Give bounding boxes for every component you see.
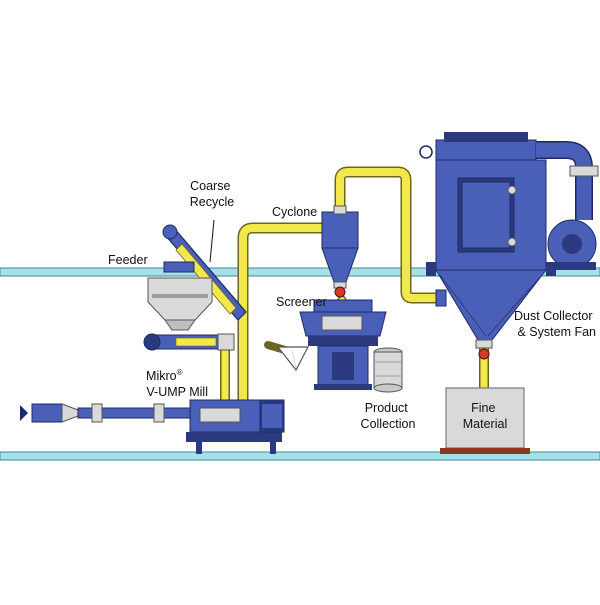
cyclone-label: Cyclone — [272, 205, 317, 219]
mill-label: Mikro® V-UMP Mill — [146, 364, 208, 399]
recycle-chute — [276, 346, 309, 372]
product-collection-label: Product Collection — [361, 401, 416, 431]
gauge-icon — [419, 145, 433, 159]
system-fan — [419, 141, 599, 270]
coarse-recycle-leader — [209, 219, 215, 263]
feed-screw — [143, 333, 235, 351]
cyclone-valve-icon — [334, 286, 346, 298]
dust-collector — [426, 132, 556, 360]
feeder-label: Feeder — [108, 253, 148, 267]
dust-collector-valve-icon — [478, 348, 490, 360]
coarse-recycle-label: Coarse Recycle — [190, 179, 235, 209]
fine-material-bin — [440, 387, 530, 454]
conveyor-motor-icon — [162, 224, 178, 240]
lower-floor-line — [0, 451, 600, 461]
dust-collector-label: Dust Collector & System Fan — [514, 309, 596, 339]
mill-inlet — [20, 403, 191, 423]
mill — [186, 399, 285, 454]
fine-material-label: Fine Material — [463, 401, 507, 431]
screener — [299, 299, 387, 390]
product-collection-drum — [373, 347, 403, 393]
screener-label: Screener — [276, 295, 327, 309]
cyclone — [321, 205, 359, 298]
upper-floor-line — [0, 267, 600, 277]
feeder — [147, 261, 213, 331]
floor-lines — [0, 267, 600, 461]
